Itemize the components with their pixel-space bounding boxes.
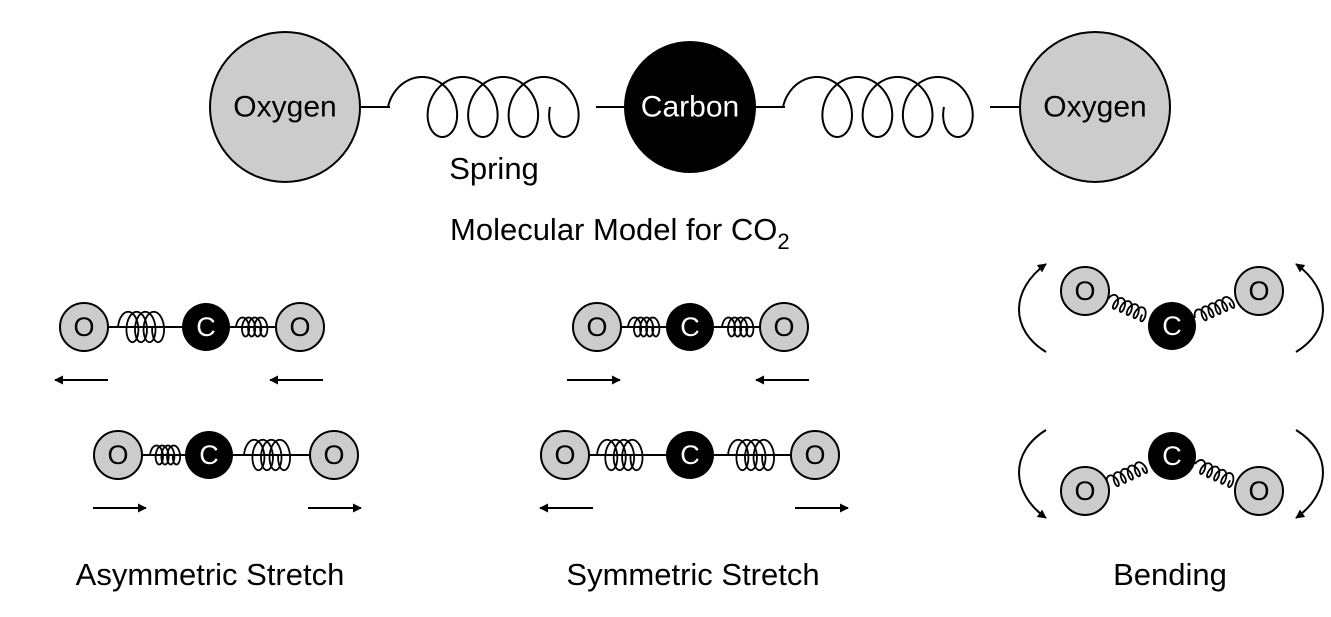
oxygen-atom xyxy=(1234,266,1284,316)
oxygen-symbol: O xyxy=(554,440,575,470)
oxygen-symbol: O xyxy=(1074,276,1095,306)
oxygen-symbol: O xyxy=(773,312,794,342)
oxygen-atom xyxy=(275,302,325,352)
spring-right xyxy=(782,75,974,139)
oxygen-symbol: O xyxy=(1248,276,1269,306)
curved-arrow-down xyxy=(1295,429,1324,519)
bending: O C O O C O Bending xyxy=(1018,263,1324,592)
oxygen-atom xyxy=(790,430,840,480)
carbon-symbol: C xyxy=(199,440,219,470)
bend-molecule-1: O C O xyxy=(1018,263,1324,353)
oxygen-right-label: Oxygen xyxy=(1043,91,1146,124)
oxygen-atom xyxy=(540,430,590,480)
oxygen-atom xyxy=(759,302,809,352)
symmetric-stretch-title: Symmetric Stretch xyxy=(566,557,819,592)
spring-left xyxy=(387,75,580,139)
carbon-label: Carbon xyxy=(641,91,739,124)
oxygen-symbol: O xyxy=(73,312,94,342)
oxygen-atom xyxy=(572,302,622,352)
oxygen-symbol: O xyxy=(1074,476,1095,506)
asymmetric-stretch-title: Asymmetric Stretch xyxy=(76,557,345,592)
carbon-atom xyxy=(666,431,714,479)
oxygen-atom xyxy=(309,430,359,480)
model-caption-text: Molecular Model for CO xyxy=(450,212,777,247)
bend-molecule-2: O C O xyxy=(1018,429,1324,519)
oxygen-symbol: O xyxy=(107,440,128,470)
oxygen-atom-right xyxy=(1019,31,1171,183)
oxygen-symbol: O xyxy=(586,312,607,342)
carbon-atom xyxy=(1148,302,1196,350)
oxygen-atom xyxy=(1060,466,1110,516)
oxygen-atom xyxy=(1234,466,1284,516)
asym-molecule-2: O C O xyxy=(93,430,362,513)
carbon-symbol: C xyxy=(196,312,216,342)
curved-arrow-up xyxy=(1295,263,1324,353)
oxygen-atom xyxy=(93,430,143,480)
carbon-symbol: C xyxy=(1162,311,1182,341)
oxygen-atom xyxy=(59,302,109,352)
carbon-symbol: C xyxy=(1162,441,1182,471)
model-caption: Molecular Model for CO2 xyxy=(450,212,790,254)
carbon-atom xyxy=(624,41,756,173)
oxygen-symbol: O xyxy=(289,312,310,342)
carbon-symbol: C xyxy=(680,440,700,470)
curved-arrow-up xyxy=(1018,263,1047,353)
carbon-atom xyxy=(1148,432,1196,480)
oxygen-left-label: Oxygen xyxy=(233,91,336,124)
sym-molecule-2: O C O xyxy=(539,430,849,513)
molecular-model: Oxygen Carbon Oxygen Spring Molecular Mo… xyxy=(209,31,1171,254)
model-caption-subscript: 2 xyxy=(777,229,789,254)
oxygen-symbol: O xyxy=(323,440,344,470)
carbon-atom xyxy=(666,303,714,351)
oxygen-atom xyxy=(1060,266,1110,316)
spring-label: Spring xyxy=(449,151,539,186)
oxygen-symbol: O xyxy=(804,440,825,470)
oxygen-atom-left xyxy=(209,31,361,183)
sym-molecule-1: O C O xyxy=(567,302,809,385)
asym-molecule-1: O C O xyxy=(54,302,325,385)
asymmetric-stretch: O C O O C O Asymmetric Stretch xyxy=(54,302,362,592)
carbon-symbol: C xyxy=(680,312,700,342)
symmetric-stretch: O C O O C O Symmetric Stretch xyxy=(539,302,849,592)
curved-arrow-down xyxy=(1018,429,1047,519)
carbon-atom xyxy=(182,303,230,351)
oxygen-symbol: O xyxy=(1248,476,1269,506)
bending-title: Bending xyxy=(1113,557,1227,592)
carbon-atom xyxy=(185,431,233,479)
